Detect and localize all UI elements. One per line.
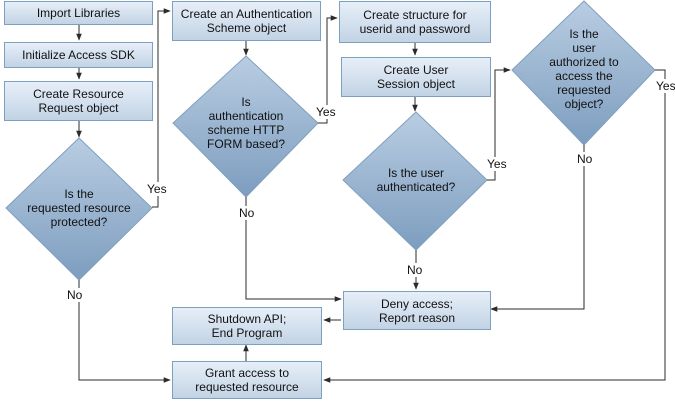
decision-user-authorized-text: Is the user authorized to access the req…: [549, 27, 619, 111]
label-form-no: No: [238, 206, 256, 220]
box-create-structure: Create structure for userid and password: [339, 1, 491, 43]
connector-authorized-yes: [323, 69, 666, 383]
connector-protected-no: [78, 280, 171, 383]
box-create-auth-scheme: Create an Authentication Scheme object: [172, 1, 321, 41]
decision-http-form-text: Is authentication scheme HTTP FORM based…: [206, 95, 286, 151]
box-create-resource-request: Create Resource Request object: [4, 81, 153, 121]
connector-form-no: [245, 197, 342, 302]
label-protected-yes: Yes: [146, 182, 168, 196]
label-authorized-yes: Yes: [655, 79, 675, 93]
box-initialize-sdk: Initialize Access SDK: [4, 42, 153, 68]
label-authorized-no: No: [576, 152, 594, 166]
box-grant-access: Grant access to requested resource: [172, 361, 322, 399]
box-import-libraries: Import Libraries: [4, 1, 153, 25]
decision-resource-protected-text: Is the requested resource protected?: [27, 187, 131, 229]
connector-protected-yes: [152, 8, 171, 208]
label-protected-no: No: [66, 288, 84, 302]
box-deny-access: Deny access; Report reason: [343, 291, 491, 330]
label-form-yes: Yes: [315, 105, 337, 119]
connector-authenticated-yes: [487, 67, 511, 181]
decision-user-authenticated-text: Is the user authenticated?: [376, 166, 456, 194]
connector-authorized-no: [490, 145, 585, 312]
box-create-user-session: Create User Session object: [341, 57, 491, 97]
box-shutdown-api: Shutdown API; End Program: [172, 307, 322, 345]
label-authenticated-yes: Yes: [486, 157, 508, 171]
connector-form-yes: [318, 15, 338, 124]
label-authenticated-no: No: [406, 263, 424, 277]
